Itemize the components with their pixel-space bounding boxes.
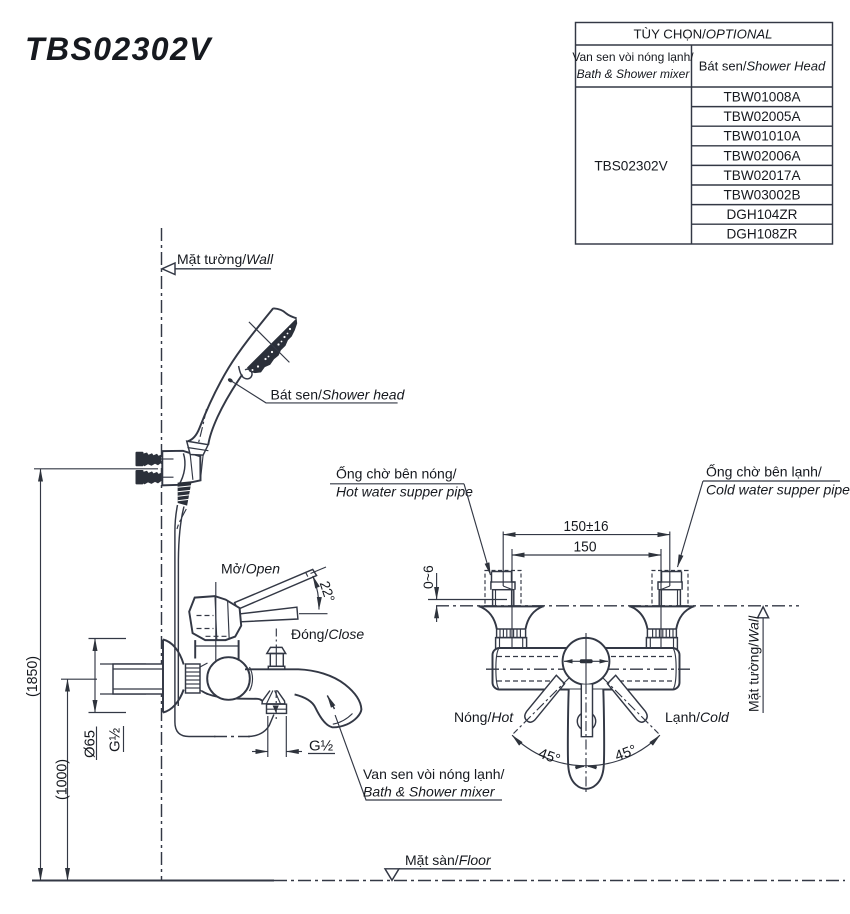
svg-text:150±16: 150±16 (564, 519, 609, 535)
svg-text:TBW03002B: TBW03002B (723, 188, 800, 203)
svg-text:Ống chờ bên nóng/: Ống chờ bên nóng/ (336, 465, 457, 482)
svg-text:Mặt sàn/Floor: Mặt sàn/Floor (405, 852, 492, 868)
svg-text:150: 150 (574, 540, 597, 556)
svg-text:TBW02005A: TBW02005A (723, 109, 801, 124)
svg-text:Ống chờ bên lạnh/: Ống chờ bên lạnh/ (706, 463, 822, 480)
svg-text:G½: G½ (309, 738, 334, 755)
svg-text:TBW01010A: TBW01010A (723, 129, 801, 144)
svg-text:Mở/Open: Mở/Open (221, 561, 280, 577)
svg-text:TBS02302V: TBS02302V (25, 31, 213, 67)
svg-text:(1000): (1000) (54, 759, 71, 800)
svg-text:Bát sen/Shower head: Bát sen/Shower head (271, 387, 406, 403)
svg-text:Mặt tường/Wall: Mặt tường/Wall (177, 251, 274, 267)
svg-text:Cold water supper pipe: Cold water supper pipe (706, 482, 850, 498)
svg-text:Lạnh/Cold: Lạnh/Cold (665, 709, 730, 725)
svg-text:0~6: 0~6 (420, 565, 436, 589)
svg-text:DGH108ZR: DGH108ZR (726, 227, 797, 242)
svg-text:TÙY CHỌN/OPTIONAL: TÙY CHỌN/OPTIONAL (634, 27, 773, 42)
svg-text:45°: 45° (613, 742, 639, 765)
svg-text:Mặt tường/Wall: Mặt tường/Wall (746, 615, 762, 712)
svg-text:Ø65: Ø65 (82, 730, 99, 758)
svg-text:DGH104ZR: DGH104ZR (726, 207, 797, 222)
svg-text:Đóng/Close: Đóng/Close (291, 626, 364, 642)
svg-text:Van sen vòi nóng lạnh/: Van sen vòi nóng lạnh/ (572, 50, 694, 64)
svg-text:TBW01008A: TBW01008A (723, 90, 801, 105)
svg-text:45°: 45° (536, 746, 562, 769)
svg-text:TBW02017A: TBW02017A (723, 168, 801, 183)
svg-text:G½: G½ (107, 727, 124, 752)
svg-text:Bát sen/Shower Head: Bát sen/Shower Head (699, 59, 826, 74)
svg-text:TBS02302V: TBS02302V (594, 159, 667, 174)
svg-text:22°: 22° (317, 579, 339, 604)
svg-text:TBW02006A: TBW02006A (723, 148, 801, 163)
svg-text:Hot water supper pipe: Hot water supper pipe (336, 484, 473, 500)
svg-text:(1850): (1850) (24, 656, 41, 697)
svg-text:Nóng/Hot: Nóng/Hot (454, 709, 514, 725)
svg-text:Van sen vòi nóng lạnh/: Van sen vòi nóng lạnh/ (363, 766, 505, 782)
svg-text:Bath & Shower mixer: Bath & Shower mixer (577, 67, 691, 81)
svg-text:Bath & Shower mixer: Bath & Shower mixer (363, 784, 496, 800)
